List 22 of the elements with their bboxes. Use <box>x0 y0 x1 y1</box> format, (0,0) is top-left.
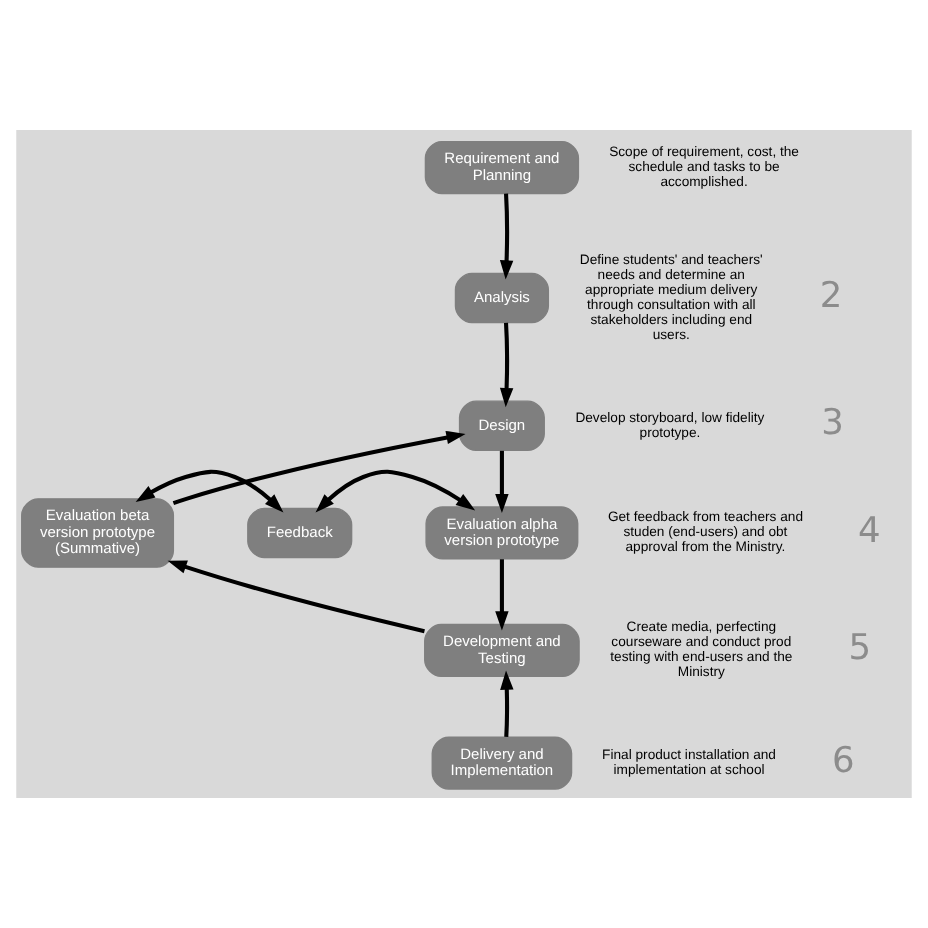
arrow <box>315 469 476 513</box>
node-label: 6 <box>832 741 855 782</box>
node-box: Delivery and Implementation <box>431 736 573 790</box>
node-box: Evaluation beta version prototype (Summative) <box>21 498 175 568</box>
arrow <box>172 430 466 506</box>
node-label: 2 <box>819 276 843 317</box>
node-box: Analysis <box>454 272 550 324</box>
node-box: Feedback <box>247 507 353 559</box>
arrow <box>495 559 509 631</box>
node-box: Design <box>458 400 545 452</box>
node-box: Development and Testing <box>424 623 580 678</box>
node-label: 5 <box>848 629 872 670</box>
arrow <box>499 322 514 408</box>
arrow <box>500 670 514 738</box>
node-box: Requirement and Planning <box>424 140 580 195</box>
node-label: 3 <box>821 404 844 445</box>
node-box: Evaluation alpha version prototype <box>425 506 579 560</box>
arrow <box>495 450 509 514</box>
node-label: 4 <box>858 511 881 552</box>
arrow <box>167 560 425 634</box>
arrow <box>135 469 284 513</box>
arrow <box>499 193 514 280</box>
